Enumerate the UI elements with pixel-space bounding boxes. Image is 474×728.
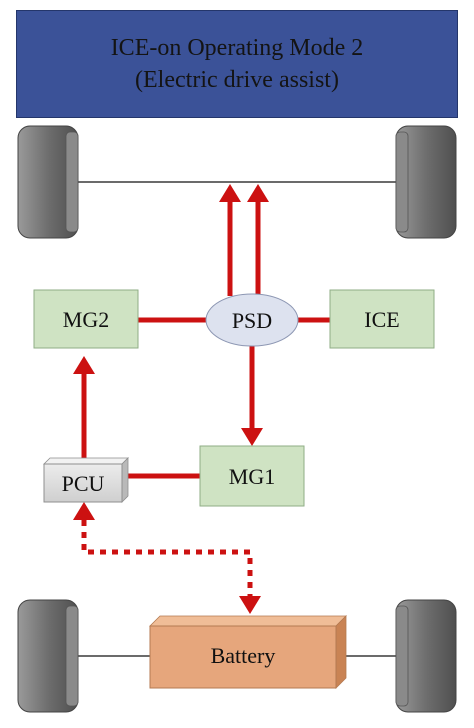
power-flow (73, 184, 330, 614)
arrow-head-axle-2 (247, 184, 269, 202)
title-line-2: (Electric drive assist) (135, 67, 339, 93)
title-banner: ICE-on Operating Mode 2 (Electric drive … (16, 10, 458, 118)
arrow-head-axle-1 (219, 184, 241, 202)
mg1-label: MG1 (229, 464, 275, 489)
arrow-head-mg1 (241, 428, 263, 446)
battery-label: Battery (211, 643, 276, 668)
rear-axle-assembly (17, 599, 457, 713)
pcu-label: PCU (62, 471, 105, 496)
rear-left-wheel-icon (17, 599, 79, 713)
front-left-wheel-icon (17, 125, 79, 239)
title-line-1: ICE-on Operating Mode 2 (110, 35, 364, 61)
mg2-label: MG2 (63, 307, 109, 332)
psd-label: PSD (232, 308, 272, 333)
ice-box: ICE (329, 289, 435, 349)
rear-right-wheel-icon (395, 599, 457, 713)
front-axle-assembly (17, 125, 457, 239)
battery-box: Battery (149, 615, 347, 689)
pcu-box: PCU (43, 457, 129, 503)
mg1-box: MG1 (199, 445, 305, 507)
arrow-head-pcu (73, 502, 95, 520)
ice-label: ICE (364, 307, 399, 332)
psd-node: PSD (205, 293, 299, 347)
arrow-head-battery (239, 596, 261, 614)
arrow-head-mg2 (73, 356, 95, 374)
mg2-box: MG2 (33, 289, 139, 349)
front-right-wheel-icon (395, 125, 457, 239)
dashed-battery-link (81, 520, 253, 596)
